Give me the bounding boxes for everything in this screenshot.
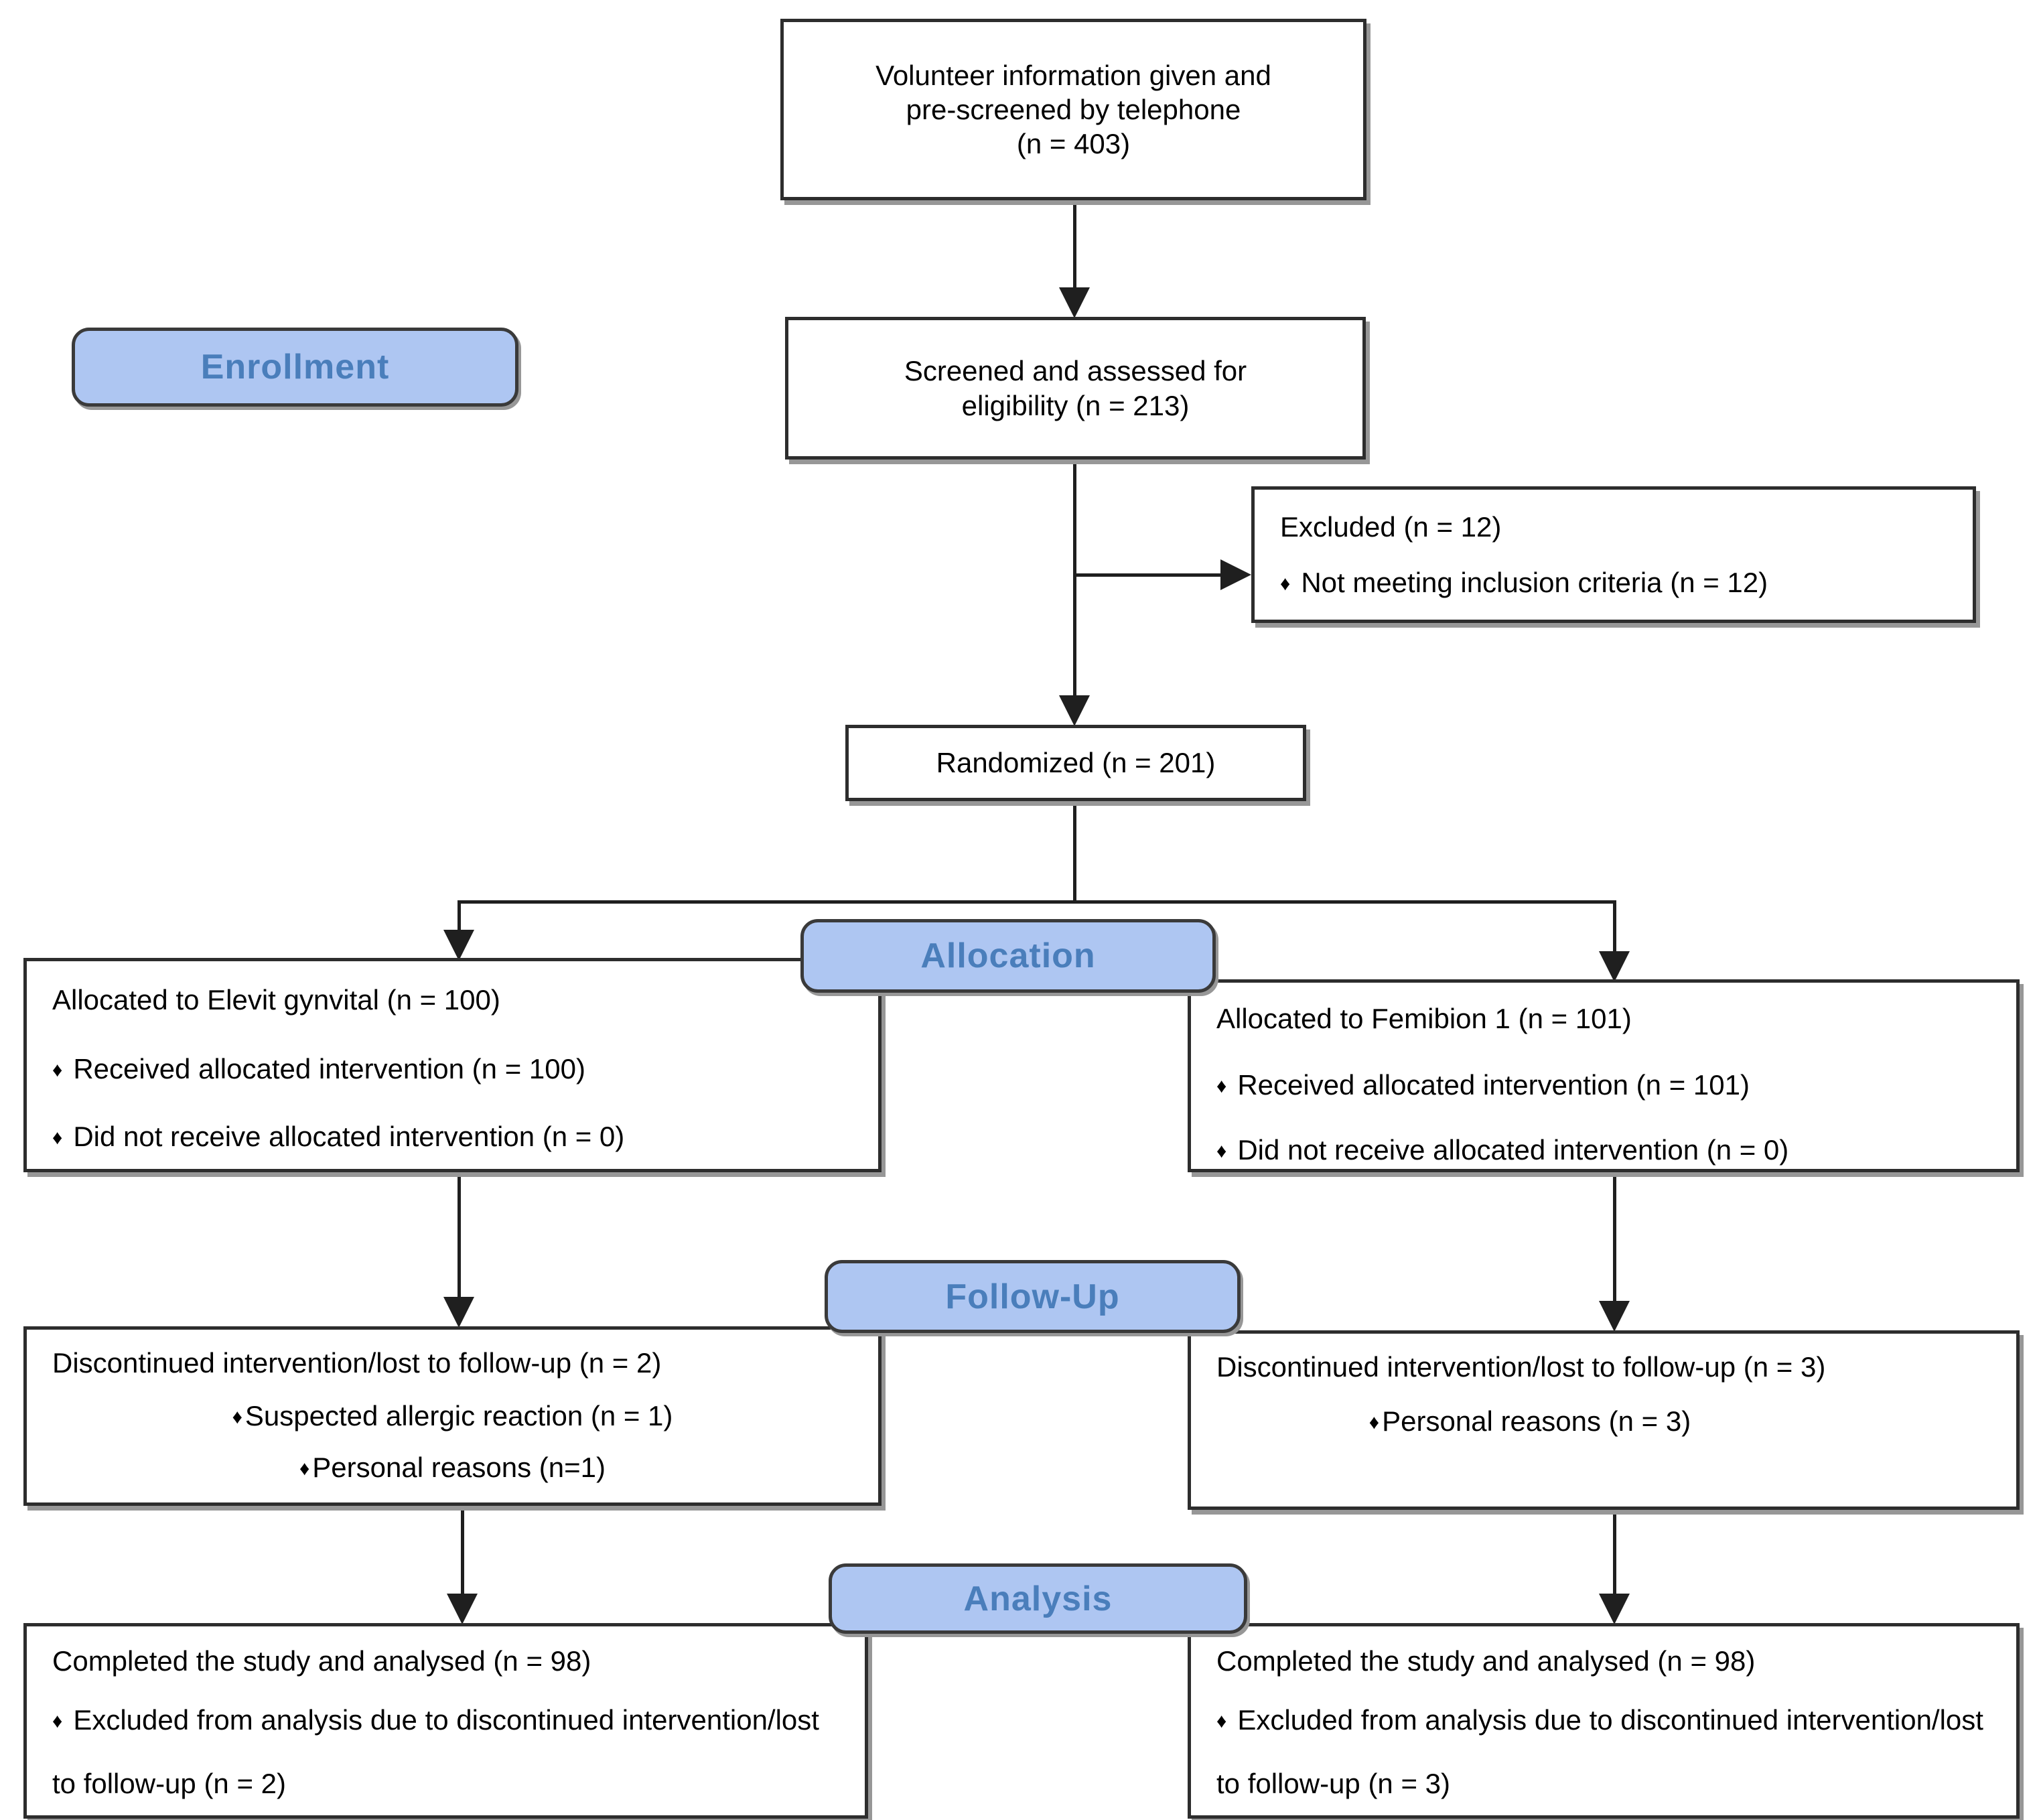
split-line <box>459 900 1616 904</box>
randomized-label: Randomized (n = 201) <box>936 747 1216 779</box>
bullet-diamond-icon: ♦ <box>52 1127 63 1149</box>
bullet-diamond-icon: ♦ <box>1280 573 1291 596</box>
arrow-down-icon <box>1599 1301 1630 1332</box>
bullet-diamond-icon: ♦ <box>52 1710 63 1733</box>
allocation-right-bullet-text: Did not receive allocated intervention (… <box>1237 1134 1789 1166</box>
bullet-diamond-icon: ♦ <box>1216 1075 1227 1098</box>
arrow-down-icon <box>447 1594 478 1624</box>
connector-alloc-followup-right <box>1613 1172 1616 1304</box>
followup-right-box: Discontinued intervention/lost to follow… <box>1188 1330 2020 1510</box>
connector-screened-randomized <box>1073 460 1076 698</box>
allocation-right-box: Allocated to Femibion 1 (n = 101) ♦ Recei… <box>1188 979 2020 1172</box>
allocation-left-bullet: ♦ Received allocated intervention (n = 10… <box>52 1052 853 1086</box>
connector-followup-analysis-right <box>1613 1510 1616 1596</box>
followup-badge: Follow-Up <box>825 1260 1241 1333</box>
allocation-left-bullet: ♦ Did not receive allocated intervention … <box>52 1119 853 1153</box>
analysis-right-bullet: ♦Excluded from analysis due to discontin… <box>1216 1689 1987 1815</box>
analysis-badge-label: Analysis <box>963 1579 1113 1618</box>
analysis-left-box: Completed the study and analysed (n = 98… <box>23 1623 868 1819</box>
bullet-diamond-icon: ♦ <box>232 1406 242 1429</box>
arrow-down-icon <box>443 1297 474 1328</box>
allocation-right-bullet: ♦ Did not receive allocated intervention … <box>1216 1133 1991 1167</box>
enrollment-badge-label: Enrollment <box>200 348 390 387</box>
allocation-badge-label: Allocation <box>920 936 1096 975</box>
screened-box: Screened and assessed for eligibility (n… <box>785 317 1366 460</box>
analysis-left-bullet: ♦Excluded from analysis due to discontin… <box>52 1689 823 1815</box>
analysis-left-bullet-text: Excluded from analysis due to discontinu… <box>52 1704 819 1799</box>
arrow-right-icon <box>1220 559 1251 590</box>
allocation-badge: Allocation <box>800 919 1216 993</box>
followup-badge-label: Follow-Up <box>945 1277 1120 1316</box>
analysis-left-title: Completed the study and analysed (n = 98… <box>52 1645 591 1677</box>
allocation-right-bullet-text: Received allocated intervention (n = 101… <box>1237 1069 1750 1101</box>
analysis-right-box: Completed the study and analysed (n = 98… <box>1188 1623 2020 1819</box>
prescreen-line: pre-screened by telephone <box>906 93 1241 125</box>
followup-left-title: Discontinued intervention/lost to follow… <box>52 1347 662 1379</box>
allocation-left-bullet-text: Received allocated intervention (n = 100… <box>73 1053 585 1085</box>
arrow-down-icon <box>1059 287 1090 318</box>
arrow-down-icon <box>443 930 474 961</box>
connector-prescreen-screened <box>1073 200 1076 291</box>
excluded-box: Excluded (n = 12) ♦ Not meeting inclusion… <box>1251 486 1976 623</box>
excluded-bullet-text: Not meeting inclusion criteria (n = 12) <box>1301 567 1768 599</box>
prescreen-box: Volunteer information given and pre-scre… <box>780 19 1366 200</box>
connector-split-alloc-left <box>458 900 461 932</box>
followup-right-title: Discontinued intervention/lost to follow… <box>1216 1351 1826 1383</box>
followup-left-bullet-text: Suspected allergic reaction (n = 1) <box>244 1400 673 1432</box>
randomized-box: Randomized (n = 201) <box>845 725 1306 801</box>
connector-alloc-followup-left <box>458 1172 461 1300</box>
followup-left-box: Discontinued intervention/lost to follow… <box>23 1326 882 1506</box>
analysis-right-bullet-text: Excluded from analysis due to discontinu… <box>1216 1704 1983 1799</box>
bullet-diamond-icon: ♦ <box>1216 1140 1227 1163</box>
bullet-diamond-icon: ♦ <box>1368 1411 1380 1434</box>
bullet-diamond-icon: ♦ <box>299 1458 310 1480</box>
followup-right-bullet: ♦Personal reasons (n = 3) <box>1216 1404 1843 1438</box>
prescreen-count: (n = 403) <box>1016 128 1131 160</box>
excluded-bullet: ♦ Not meeting inclusion criteria (n = 12) <box>1280 565 1947 600</box>
followup-left-bullet: ♦Suspected allergic reaction (n = 1) <box>52 1399 853 1433</box>
analysis-right-title: Completed the study and analysed (n = 98… <box>1216 1645 1756 1677</box>
allocation-left-title: Allocated to Elevit gynvital (n = 100) <box>52 984 500 1016</box>
followup-left-bullet: ♦Personal reasons (n=1) <box>52 1450 853 1484</box>
connector-randomized-split <box>1073 801 1076 903</box>
connector-excluded-branch <box>1073 573 1222 577</box>
followup-left-bullet-text: Personal reasons (n=1) <box>312 1452 606 1484</box>
followup-right-bullet-text: Personal reasons (n = 3) <box>1382 1405 1691 1438</box>
allocation-right-bullet: ♦ Received allocated intervention (n = 10… <box>1216 1068 1991 1102</box>
screened-count: eligibility (n = 213) <box>961 389 1190 421</box>
allocation-left-box: Allocated to Elevit gynvital (n = 100) ♦… <box>23 958 882 1172</box>
enrollment-badge: Enrollment <box>72 328 518 407</box>
screened-line: Screened and assessed for <box>904 355 1247 387</box>
allocation-right-title: Allocated to Femibion 1 (n = 101) <box>1216 1003 1632 1034</box>
arrow-down-icon <box>1059 695 1090 726</box>
analysis-badge: Analysis <box>829 1563 1247 1634</box>
excluded-title: Excluded (n = 12) <box>1280 511 1502 543</box>
prescreen-line: Volunteer information given and <box>875 59 1271 91</box>
connector-followup-analysis-left <box>461 1506 464 1596</box>
bullet-diamond-icon: ♦ <box>52 1059 63 1082</box>
allocation-left-bullet-text: Did not receive allocated intervention (… <box>73 1121 625 1153</box>
arrow-down-icon <box>1599 1594 1630 1624</box>
arrow-down-icon <box>1599 951 1630 982</box>
bullet-diamond-icon: ♦ <box>1216 1710 1227 1733</box>
connector-split-alloc-right <box>1613 900 1616 954</box>
